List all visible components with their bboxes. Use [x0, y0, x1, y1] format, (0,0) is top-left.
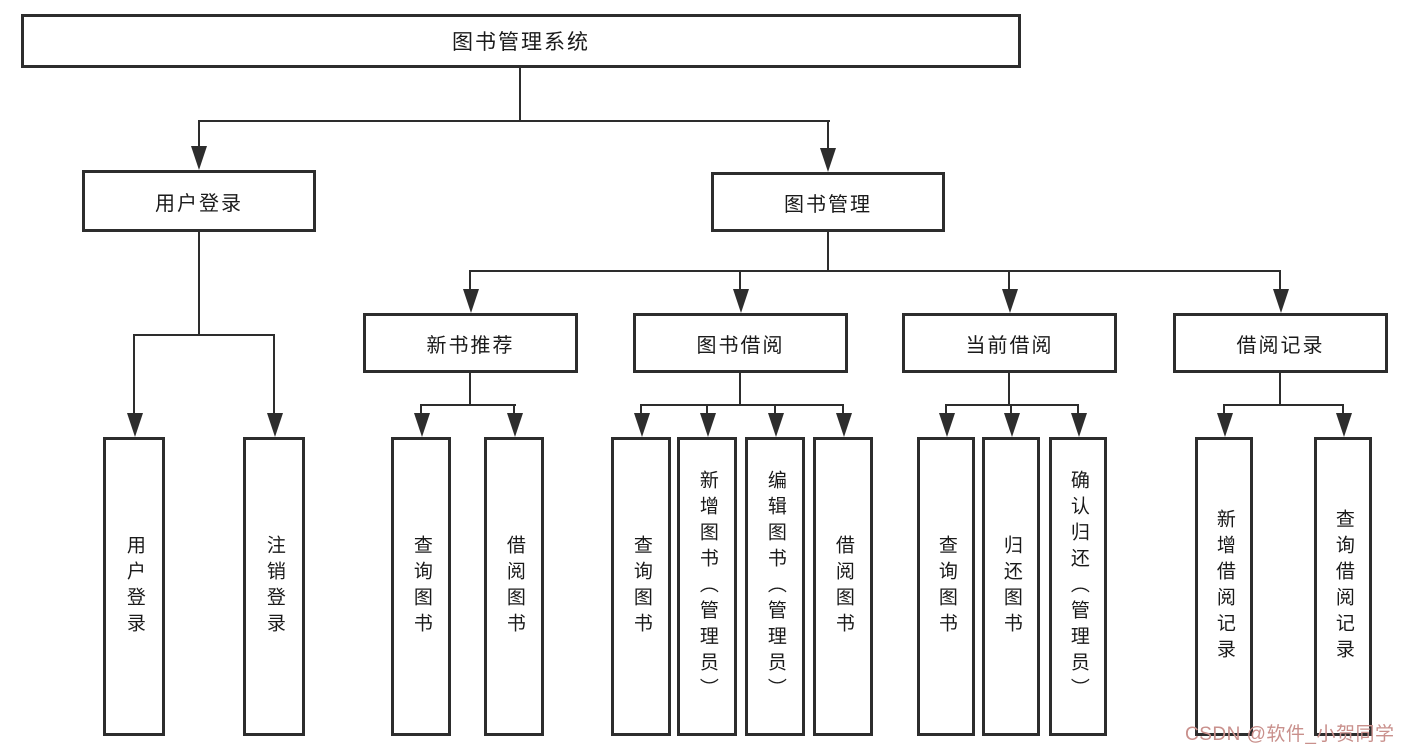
leaf-user-login-label: 用户登录: [123, 534, 145, 639]
connector-root-stem: [519, 68, 521, 122]
leaf-cb-query-books: 查询图书: [917, 437, 975, 736]
node-book-mgmt-label: 图书管理: [784, 193, 872, 216]
leaf-br-query-record-label: 查询借阅记录: [1332, 508, 1354, 665]
leaf-nb-borrow-books-label: 借阅图书: [503, 534, 525, 639]
leaf-br-add-record: 新增借阅记录: [1195, 437, 1253, 736]
arrow-down-icon: [127, 413, 143, 437]
connector-current-borrowing-stem: [1008, 373, 1010, 406]
connector-drop-current-borrowing: [1008, 270, 1010, 291]
leaf-cb-query-books-label: 查询图书: [935, 534, 957, 639]
connector-drop: [1342, 404, 1344, 415]
arrow-down-icon: [820, 148, 836, 172]
arrow-down-icon: [507, 413, 523, 437]
arrow-down-icon: [1217, 413, 1233, 437]
node-new-books: 新书推荐: [363, 313, 578, 373]
arrow-down-icon: [463, 289, 479, 313]
leaf-user-login: 用户登录: [103, 437, 165, 736]
connector-drop-leaf-user-login: [133, 334, 135, 415]
leaf-bb-query-books-label: 查询图书: [630, 534, 652, 639]
connector-drop: [1010, 404, 1012, 415]
connector-user-login-bus: [133, 334, 275, 336]
node-user-login: 用户登录: [82, 170, 316, 232]
connector-drop-book-mgmt: [827, 120, 829, 150]
connector-book-mgmt-bus: [469, 270, 1281, 272]
arrow-down-icon: [836, 413, 852, 437]
node-root: 图书管理系统: [21, 14, 1021, 68]
leaf-cb-confirm-return: 确认归还（管理员）: [1049, 437, 1107, 736]
connector-drop: [706, 404, 708, 415]
leaf-logout: 注销登录: [243, 437, 305, 736]
leaf-logout-label: 注销登录: [263, 534, 285, 639]
connector-drop-borrowing-records: [1279, 270, 1281, 291]
node-borrowing-records: 借阅记录: [1173, 313, 1388, 373]
arrow-down-icon: [1004, 413, 1020, 437]
node-new-books-label: 新书推荐: [426, 334, 515, 357]
leaf-br-query-record: 查询借阅记录: [1314, 437, 1372, 736]
node-root-label: 图书管理系统: [452, 31, 590, 54]
connector-drop: [420, 404, 422, 415]
connector-new-books-stem: [469, 373, 471, 406]
arrow-down-icon: [700, 413, 716, 437]
node-book-borrowing: 图书借阅: [633, 313, 848, 373]
node-current-borrowing: 当前借阅: [902, 313, 1117, 373]
leaf-cb-return-books-label: 归还图书: [1000, 534, 1022, 639]
leaf-bb-query-books: 查询图书: [611, 437, 671, 736]
csdn-watermark: CSDN @软件_小贺同学: [1185, 724, 1395, 745]
arrow-down-icon: [414, 413, 430, 437]
leaf-nb-query-books: 查询图书: [391, 437, 451, 736]
arrow-down-icon: [1002, 289, 1018, 313]
connector-borrowing-records-stem: [1279, 373, 1281, 406]
node-current-borrowing-label: 当前借阅: [965, 334, 1054, 357]
leaf-cb-return-books: 归还图书: [982, 437, 1040, 736]
connector-book-borrowing-stem: [739, 373, 741, 406]
node-book-borrowing-label: 图书借阅: [696, 334, 785, 357]
leaf-nb-borrow-books: 借阅图书: [484, 437, 544, 736]
leaf-br-add-record-label: 新增借阅记录: [1213, 508, 1235, 665]
connector-drop: [1223, 404, 1225, 415]
leaf-bb-edit-books-label: 编辑图书（管理员）: [764, 469, 786, 704]
node-user-login-label: 用户登录: [155, 192, 243, 215]
arrow-down-icon: [939, 413, 955, 437]
connector-drop-user-login: [198, 120, 200, 148]
connector-drop: [513, 404, 515, 415]
connector-drop-book-borrowing: [739, 270, 741, 291]
connector-drop-leaf-logout: [273, 334, 275, 415]
node-book-mgmt: 图书管理: [711, 172, 945, 232]
connector-book-mgmt-stem: [827, 232, 829, 272]
connector-borrowing-records-bus: [1223, 404, 1344, 406]
leaf-nb-query-books-label: 查询图书: [410, 534, 432, 639]
connector-drop: [945, 404, 947, 415]
leaf-bb-add-books-label: 新增图书（管理员）: [696, 469, 718, 704]
connector-root-bus: [198, 120, 830, 122]
connector-drop: [774, 404, 776, 415]
leaf-bb-borrow-books: 借阅图书: [813, 437, 873, 736]
arrow-down-icon: [191, 146, 207, 170]
node-borrowing-records-label: 借阅记录: [1236, 334, 1325, 357]
connector-drop-new-books: [469, 270, 471, 291]
connector-new-books-bus: [420, 404, 516, 406]
arrow-down-icon: [733, 289, 749, 313]
connector-current-borrowing-bus: [945, 404, 1079, 406]
connector-book-borrowing-bus: [640, 404, 844, 406]
connector-drop: [842, 404, 844, 415]
arrow-down-icon: [1336, 413, 1352, 437]
leaf-bb-borrow-books-label: 借阅图书: [832, 534, 854, 639]
arrow-down-icon: [634, 413, 650, 437]
connector-drop: [640, 404, 642, 415]
leaf-cb-confirm-return-label: 确认归还（管理员）: [1067, 469, 1089, 704]
connector-user-login-stem: [198, 232, 200, 336]
leaf-bb-add-books: 新增图书（管理员）: [677, 437, 737, 736]
arrow-down-icon: [768, 413, 784, 437]
leaf-bb-edit-books: 编辑图书（管理员）: [745, 437, 805, 736]
connector-drop: [1077, 404, 1079, 415]
arrow-down-icon: [1071, 413, 1087, 437]
arrow-down-icon: [1273, 289, 1289, 313]
arrow-down-icon: [267, 413, 283, 437]
